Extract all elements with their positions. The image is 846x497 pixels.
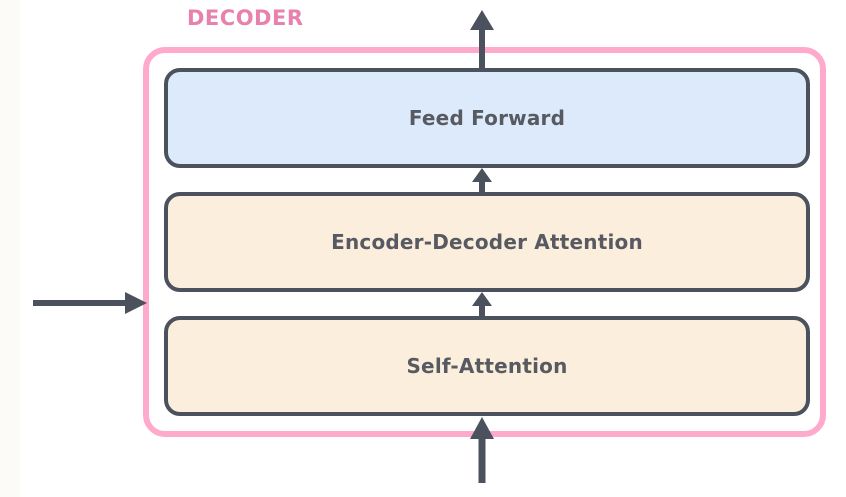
arrow-output-up-icon xyxy=(466,8,498,70)
arrow-into-feed-forward-icon xyxy=(466,167,498,193)
layer-label-feed-forward: Feed Forward xyxy=(408,106,566,130)
layer-label-self-attention: Self-Attention xyxy=(406,354,568,378)
left-gutter xyxy=(0,0,20,497)
layer-box-self-attention[interactable]: Self-Attention xyxy=(164,316,810,416)
layer-label-encoder-decoder-attention: Encoder-Decoder Attention xyxy=(331,230,643,254)
arrow-encoder-input-left-icon xyxy=(33,292,149,314)
decoder-label: DECODER xyxy=(187,6,304,30)
arrow-input-from-below-icon xyxy=(466,415,498,483)
layer-box-feed-forward[interactable]: Feed Forward xyxy=(164,68,810,168)
layer-box-encoder-decoder-attention[interactable]: Encoder-Decoder Attention xyxy=(164,192,810,292)
arrow-into-encoder-decoder-icon xyxy=(466,291,498,317)
